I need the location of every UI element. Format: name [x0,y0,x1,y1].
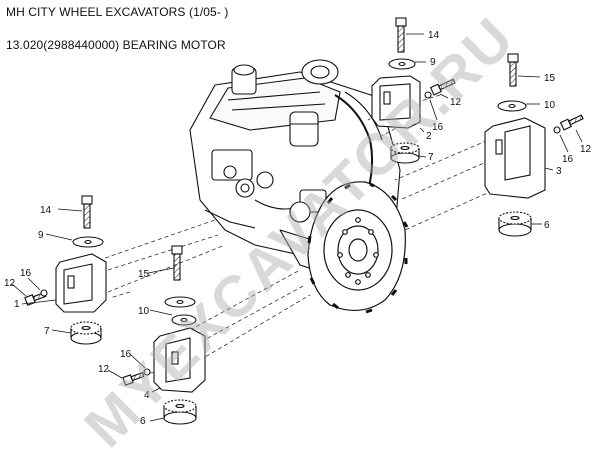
diagram-title: MH CITY WHEEL EXCAVATORS (1/05- ) [6,5,229,19]
rubber-bush-6-right [498,211,532,237]
callout-12-top-right: 12 [450,97,462,108]
callout-14-top-right: 14 [428,30,440,41]
leader-lines [11,33,583,422]
rubber-bush-7-left [70,321,102,345]
bolt-12-far-right [559,114,584,131]
callout-6-right: 6 [544,220,550,231]
callout-3: 3 [556,166,562,177]
callout-12-far-right: 12 [580,144,592,155]
bolt-15-right [507,53,519,87]
callout-10-center: 10 [138,306,150,317]
callout-15-right: 15 [544,73,556,84]
callout-7-left: 7 [44,326,50,337]
diagram-subtitle: 13.020(2988440000) BEARING MOTOR [6,38,226,52]
bolt-12-bottom [122,371,145,386]
callout-12-left: 12 [4,278,16,289]
callout-2: 2 [426,131,432,142]
bolt-12-top-right [429,78,456,96]
callout-9-left: 9 [38,230,44,241]
rubber-bush-6-bottom [163,399,197,425]
washer-16-bottom [143,368,151,376]
flywheel-housing [307,181,409,314]
exploded-parts-diagram: 14 9 15 12 16 2 7 10 12 16 3 6 14 9 16 1… [4,17,592,427]
callout-6-bottom: 6 [140,416,146,427]
callout-16-top-right: 16 [432,122,444,133]
bolt-15-center [171,245,183,281]
callout-14-left: 14 [40,205,52,216]
mount-left [24,195,107,345]
callout-16-bottom: 16 [120,349,132,360]
callout-10-right: 10 [544,100,556,111]
washer-16-top-right [424,91,432,99]
bracket-2 [371,75,421,129]
mount-center-bottom [122,245,206,425]
callout-15-center: 15 [138,269,150,280]
mount-far-right [484,53,584,237]
callout-7-top-right: 7 [428,152,434,163]
bolt-14-left [81,195,93,229]
callout-16-far-right: 16 [562,154,574,165]
callout-4: 4 [144,390,150,401]
washer-16-left [40,289,48,297]
callout-9-top-right: 9 [430,57,436,68]
washer-16-far-right [553,126,561,134]
bolt-14-top-right [395,17,407,53]
callout-1: 1 [14,299,20,310]
callout-numbers: 14 9 15 12 16 2 7 10 12 16 3 6 14 9 16 1… [4,30,592,427]
rubber-bush-7-top-right [390,142,420,164]
bracket-4 [153,327,206,393]
callout-12-bottom: 12 [98,364,110,375]
callout-16-left: 16 [20,268,32,279]
mount-top-right [371,17,456,164]
